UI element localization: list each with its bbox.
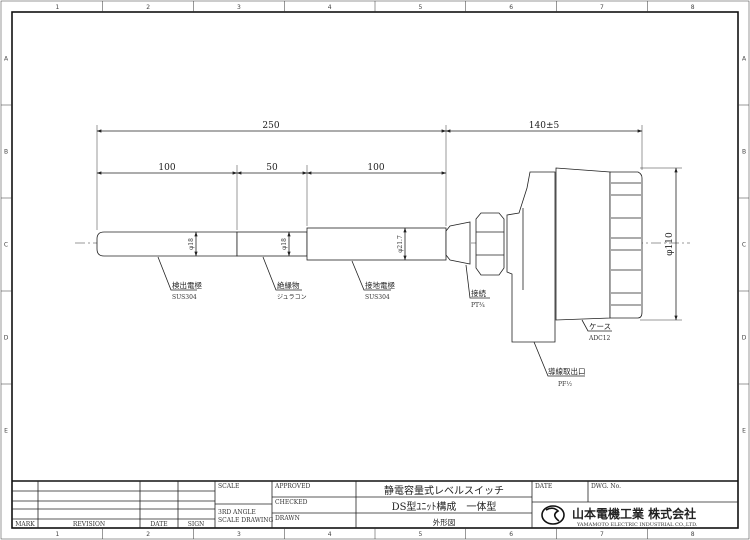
dim-dia1: φ18 xyxy=(188,238,195,250)
angle-label: 3RD ANGLE xyxy=(218,509,256,516)
grid-row-label: E xyxy=(4,428,8,435)
grid-column-label: 7 xyxy=(600,4,604,11)
title-block xyxy=(12,480,738,528)
dim-case-dia: φ110 xyxy=(665,232,675,256)
grid-column-label: 3 xyxy=(237,4,241,11)
dwg-no-label: DWG. No. xyxy=(591,483,621,490)
case xyxy=(555,167,611,321)
callout-name: 絶縁物 xyxy=(277,280,300,290)
dim-overall: 250 xyxy=(262,121,279,131)
date-col-label: DATE xyxy=(150,521,167,528)
drawing-subtitle: DS型ﾕﾆｯﾄ構成 一体型 xyxy=(392,500,497,513)
grid-row-label: C xyxy=(4,242,8,249)
dim-dia2: φ18 xyxy=(281,238,288,250)
callout-name: 検出電極 xyxy=(172,280,202,290)
drawing-type: 外形図 xyxy=(433,517,456,527)
grid-row-label: C xyxy=(742,242,746,249)
drawn-label: DRAWN xyxy=(275,515,300,522)
grid-column-label: 1 xyxy=(55,531,59,538)
detection-electrode xyxy=(96,231,238,257)
dim-dia3: φ21.7 xyxy=(397,235,404,253)
grid-column-label: 4 xyxy=(328,531,332,538)
callout-material: PF½ xyxy=(558,381,572,388)
flange-body xyxy=(506,171,556,343)
dimensions: 250 140±5 100 50 100 φ18 φ18 φ21.7 φ110 xyxy=(96,121,682,321)
callout-material: PT¾ xyxy=(471,302,485,309)
grid-column-label: 2 xyxy=(146,4,150,11)
mark-label: MARK xyxy=(15,521,35,528)
callout-material: ジュラコン xyxy=(277,294,307,301)
grid-column-label: 1 xyxy=(55,4,59,11)
callout-name: ケース xyxy=(589,322,611,331)
callout-material: SUS304 xyxy=(365,294,390,301)
grid-column-label: 5 xyxy=(418,531,422,538)
revision-label: REVISION xyxy=(73,521,105,528)
grid-row-label: B xyxy=(4,149,8,156)
date-label: DATE xyxy=(535,483,552,490)
grid-column-label: 3 xyxy=(237,531,241,538)
grid-column-label: 8 xyxy=(691,4,695,11)
dim-head: 140±5 xyxy=(529,121,560,131)
callout-name: 接地電極 xyxy=(365,280,395,290)
scale-label: SCALE xyxy=(218,483,239,490)
grid-column-label: 6 xyxy=(509,531,513,538)
hex-nut xyxy=(475,212,505,276)
ground-electrode xyxy=(306,227,447,261)
probe xyxy=(96,167,643,343)
grid-row-label: D xyxy=(742,335,747,342)
grid-column-label: 8 xyxy=(691,531,695,538)
insulator xyxy=(236,231,308,257)
callout-material: SUS304 xyxy=(172,294,197,301)
grid-column-label: 4 xyxy=(328,4,332,11)
checked-label: CHECKED xyxy=(275,499,308,506)
dim-seg3: 100 xyxy=(367,163,384,173)
company-logo xyxy=(541,505,565,525)
grid-row-label: A xyxy=(4,56,9,63)
grid-row-label: D xyxy=(4,335,9,342)
grid-column-label: 6 xyxy=(509,4,513,11)
callout-name: 導線取出口 xyxy=(548,366,586,376)
callout-material: ADC12 xyxy=(588,335,611,342)
grid-row-label: A xyxy=(742,56,747,63)
grid-column-label: 7 xyxy=(600,531,604,538)
dim-seg1: 100 xyxy=(158,163,175,173)
callout-name: 接続 xyxy=(471,288,486,298)
approved-label: APPROVED xyxy=(274,483,310,490)
dim-seg2: 50 xyxy=(266,163,278,173)
grid-row-label: E xyxy=(742,428,746,435)
callouts xyxy=(157,256,612,377)
grid-column-label: 5 xyxy=(418,4,422,11)
case-cap xyxy=(609,171,643,319)
grid-column-label: 2 xyxy=(146,531,150,538)
fitting-cone xyxy=(445,221,471,265)
drawing-title: 静電容量式レベルスイッチ xyxy=(384,484,504,497)
grid-row-label: B xyxy=(742,149,746,156)
scale-drawing-label: SCALE DRAWING xyxy=(218,517,274,524)
company-name-en: YAMAMOTO ELECTRIC INDUSTRIAL CO.,LTD. xyxy=(576,522,698,528)
sign-label: SIGN xyxy=(188,521,205,528)
company-name: 山本電機工業 株式会社 xyxy=(572,506,696,521)
